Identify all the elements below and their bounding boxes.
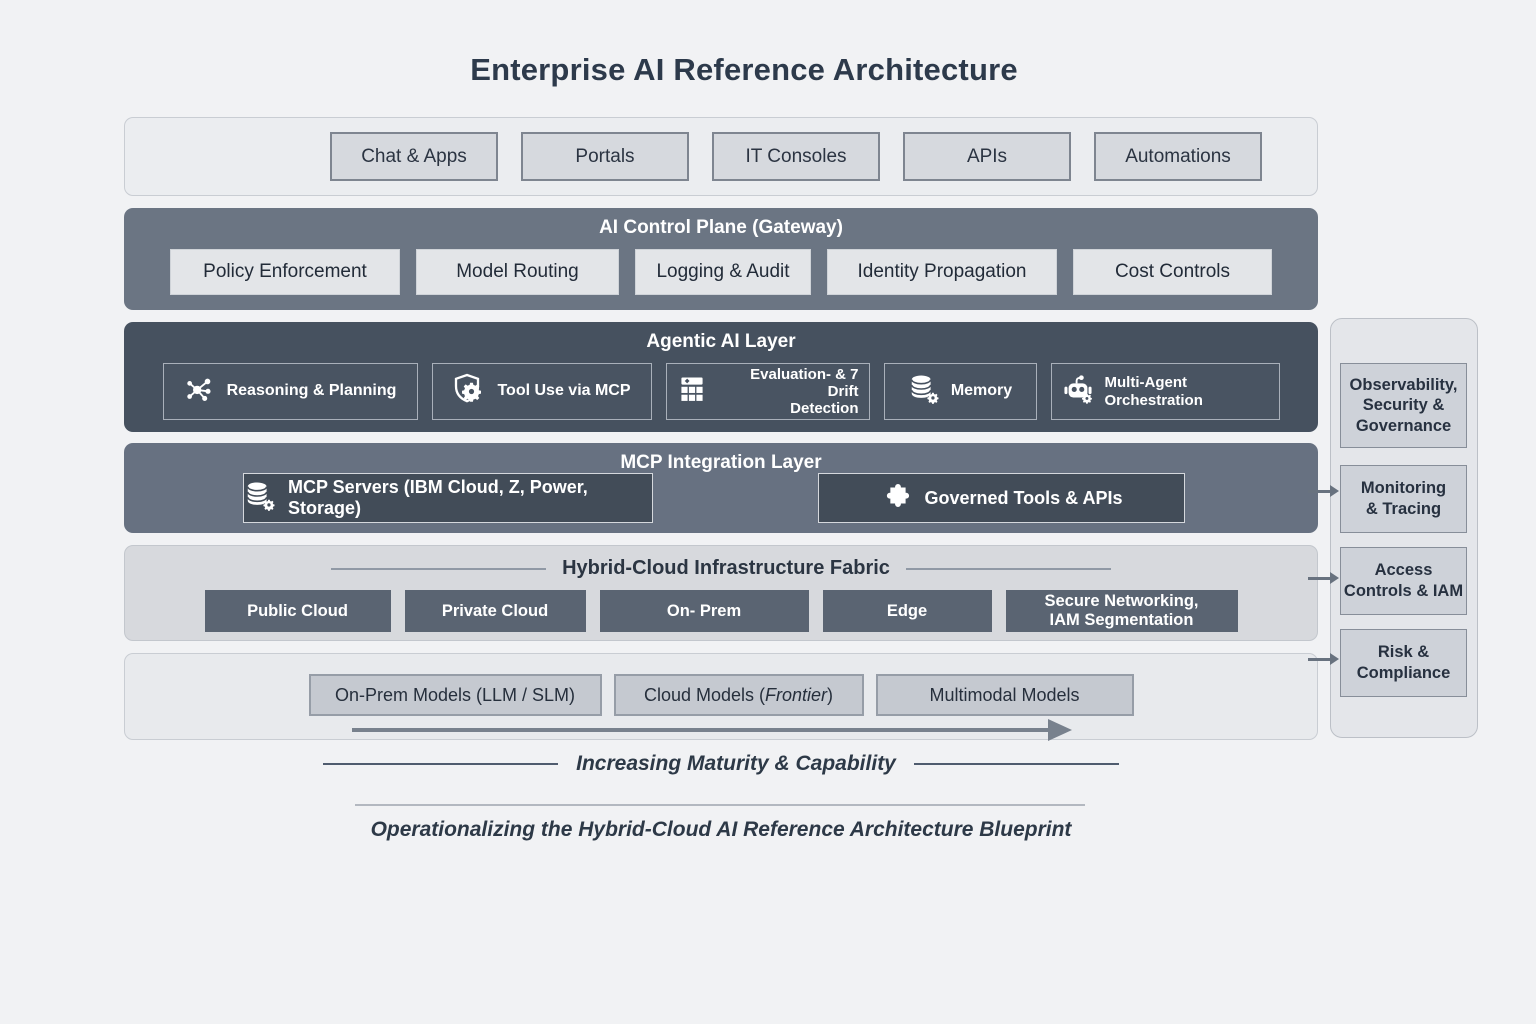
hybrid-fabric-boxes: Public Cloud Private Cloud On- Prem Edge… xyxy=(125,590,1317,632)
footer-divider xyxy=(355,804,1085,806)
cloud-models-box: Cloud Models (Frontier) xyxy=(613,674,864,716)
channel-it-consoles: IT Consoles xyxy=(712,132,880,181)
shield-gear-icon xyxy=(452,372,486,411)
risk-compliance-box: Risk & Compliance xyxy=(1340,629,1467,697)
arrow-head xyxy=(1330,485,1339,497)
consumer-channels-band: Chat & Apps Portals IT Consoles APIs Aut… xyxy=(124,117,1318,196)
robot-gear-icon xyxy=(1062,373,1094,410)
ai-control-plane-band: AI Control Plane (Gateway) Policy Enforc… xyxy=(124,208,1318,310)
header-line-right xyxy=(905,567,1111,570)
access-controls-box: Access Controls & IAM xyxy=(1340,547,1467,615)
multimodal-models-box: Multimodal Models xyxy=(875,674,1134,716)
agentic-layer-boxes: Reasoning & Planning Tool Use via MCP xyxy=(124,363,1318,420)
arrow-shaft xyxy=(1308,489,1330,493)
cloud-models-label-suffix: ) xyxy=(827,684,834,705)
memory-label: Memory xyxy=(950,382,1013,400)
reasoning-planning-box: Reasoning & Planning xyxy=(162,363,418,420)
caption-line-left xyxy=(323,762,559,766)
database-gear-icon xyxy=(244,480,276,517)
mcp-servers-label: MCP Servers (IBM Cloud, Z, Power, Storag… xyxy=(288,477,588,518)
observability-box: Observability, Security & Governance xyxy=(1340,363,1467,448)
tool-use-mcp-box: Tool Use via MCP xyxy=(431,363,652,420)
governed-tools-label: Governed Tools & APIs xyxy=(924,487,1123,508)
monitoring-tracing-box: Monitoring & Tracing xyxy=(1340,465,1467,533)
on-prem-models-box: On-Prem Models (LLM / SLM) xyxy=(308,674,602,716)
policy-enforcement-box: Policy Enforcement xyxy=(170,249,400,295)
cloud-models-label-italic: Frontier xyxy=(765,684,828,705)
channel-chat-apps: Chat & Apps xyxy=(330,132,498,181)
arrow-shaft xyxy=(352,728,1048,732)
channel-automations: Automations xyxy=(1094,132,1262,181)
tool-use-mcp-label: Tool Use via MCP xyxy=(497,382,631,400)
governed-tools-icon xyxy=(880,480,912,517)
database-gear-icon xyxy=(908,373,940,410)
model-routing-box: Model Routing xyxy=(416,249,619,295)
secure-networking-box: Secure Networking, IAM Segmentation xyxy=(1005,590,1238,632)
cloud-models-label-prefix: Cloud Models ( xyxy=(643,684,766,705)
models-band: On-Prem Models (LLM / SLM) Cloud Models … xyxy=(124,653,1318,740)
header-line-left xyxy=(331,567,547,570)
multi-agent-orchestration-box: Multi-Agent Orchestration xyxy=(1050,363,1280,420)
cost-controls-box: Cost Controls xyxy=(1073,249,1272,295)
arrow-shaft xyxy=(1308,657,1330,661)
agentic-ai-band: Agentic AI Layer Rea xyxy=(124,322,1318,432)
agentic-layer-header: Agentic AI Layer xyxy=(646,331,796,352)
control-plane-boxes: Policy Enforcement Model Routing Logging… xyxy=(124,249,1318,295)
evaluation-drift-label: Evaluation- & 7 Drift Detection xyxy=(750,365,859,418)
mcp-layer-header: MCP Integration Layer xyxy=(620,452,822,473)
public-cloud-box: Public Cloud xyxy=(204,590,391,632)
network-graph-icon xyxy=(184,373,216,410)
mcp-integration-band: MCP Integration Layer MCP Servers (IBM C… xyxy=(124,443,1318,533)
arrow-head xyxy=(1330,653,1339,665)
page-title: Enterprise AI Reference Architecture xyxy=(470,52,1018,87)
on-prem-box: On- Prem xyxy=(599,590,809,632)
multi-agent-orchestration-label: Multi-Agent Orchestration xyxy=(1104,374,1203,409)
governed-tools-box: Governed Tools & APIs xyxy=(818,473,1185,523)
hybrid-fabric-band: Hybrid-Cloud Infrastructure Fabric Publi… xyxy=(124,545,1318,641)
identity-propagation-box: Identity Propagation xyxy=(827,249,1057,295)
reasoning-planning-label: Reasoning & Planning xyxy=(226,382,397,400)
blueprint-caption: Operationalizing the Hybrid-Cloud AI Ref… xyxy=(370,818,1072,841)
maturity-caption: Increasing Maturity & Capability xyxy=(576,752,896,775)
connector-arrow-risk-icon xyxy=(1308,652,1339,666)
edge-box: Edge xyxy=(822,590,992,632)
hybrid-fabric-header-row: Hybrid-Cloud Infrastructure Fabric xyxy=(125,557,1317,580)
evaluation-grid-icon xyxy=(677,374,707,409)
arrow-shaft xyxy=(1308,576,1330,580)
evaluation-drift-box: Evaluation- & 7 Drift Detection xyxy=(665,363,870,420)
models-boxes: On-Prem Models (LLM / SLM) Cloud Models … xyxy=(125,674,1317,716)
memory-box: Memory xyxy=(883,363,1037,420)
arrow-head xyxy=(1048,719,1072,741)
channel-apis: APIs xyxy=(903,132,1071,181)
caption-line-right xyxy=(913,762,1119,766)
maturity-caption-row: Increasing Maturity & Capability xyxy=(124,752,1318,776)
private-cloud-box: Private Cloud xyxy=(404,590,586,632)
connector-arrow-monitoring-icon xyxy=(1308,484,1339,498)
mcp-servers-box: MCP Servers (IBM Cloud, Z, Power, Storag… xyxy=(243,473,653,523)
control-plane-header: AI Control Plane (Gateway) xyxy=(599,217,843,238)
arrow-head xyxy=(1330,572,1339,584)
connector-arrow-access-icon xyxy=(1308,571,1339,585)
maturity-arrow-icon xyxy=(352,719,1072,741)
logging-audit-box: Logging & Audit xyxy=(635,249,811,295)
channel-portals: Portals xyxy=(521,132,689,181)
hybrid-fabric-header: Hybrid-Cloud Infrastructure Fabric xyxy=(562,557,890,579)
governance-sidebar: Observability, Security & Governance Mon… xyxy=(1330,318,1478,738)
